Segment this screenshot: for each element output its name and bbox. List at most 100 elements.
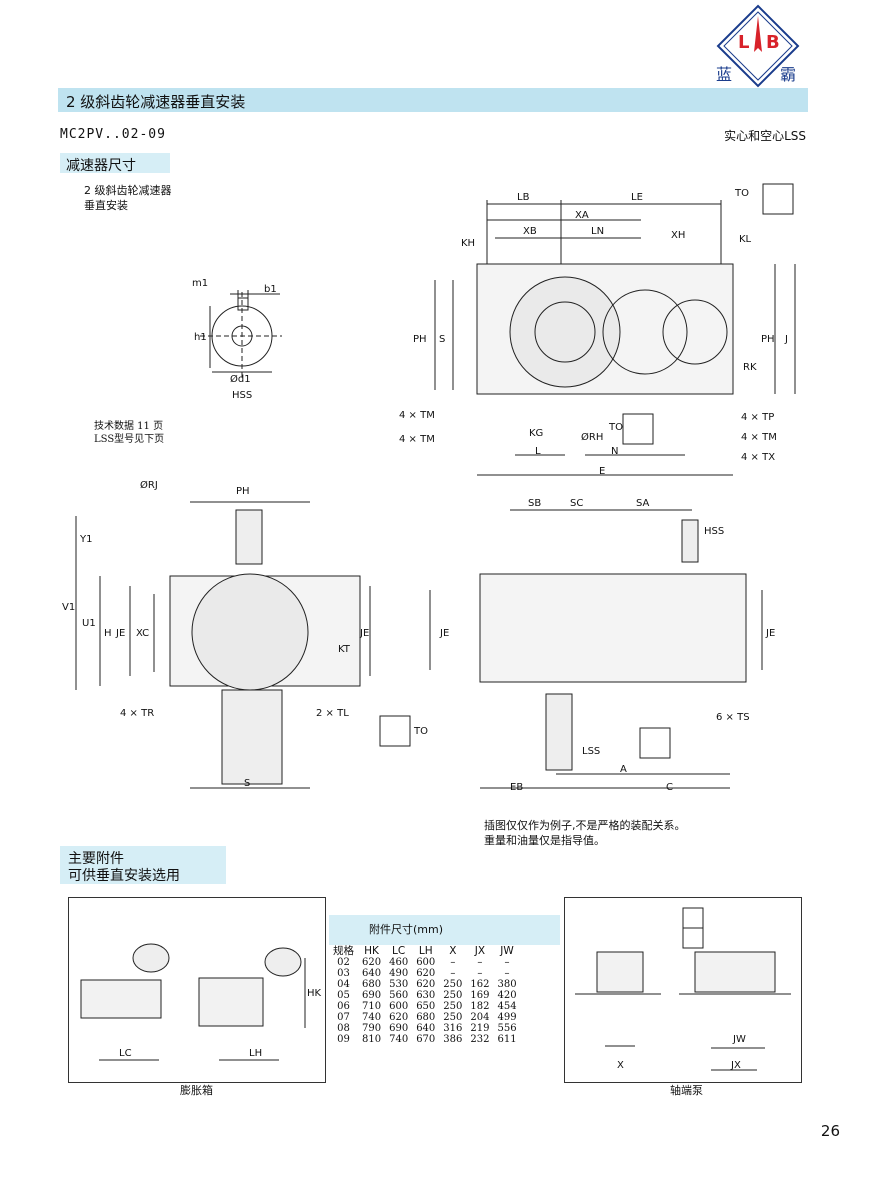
dimensions-tag-label: 减速器尺寸 xyxy=(66,158,136,174)
table-cell: 169 xyxy=(470,990,490,1001)
table-cell: 670 xyxy=(416,1034,436,1045)
description: 2 级斜齿轮减速器 垂直安装 xyxy=(84,183,172,213)
table-cell: 680 xyxy=(416,1012,436,1023)
brand-letter-b: B xyxy=(766,32,780,53)
top-label-rk: RK xyxy=(743,362,757,373)
side-label-tl: 2 × TL xyxy=(316,708,349,719)
table-cell: 07 xyxy=(337,1012,350,1023)
top-label-tm4a: 4 × TM xyxy=(399,410,435,421)
table-header-label: 附件尺寸(mm) xyxy=(369,923,444,936)
top-label-kg: KG xyxy=(529,428,543,439)
acc-label-hk: HK xyxy=(307,988,322,999)
top-view-drawing: LB LE TO XA XB LN KH XH KL PH S PH J RK … xyxy=(395,180,815,480)
front-label-je: JE xyxy=(439,628,449,639)
table-cell: – xyxy=(450,957,456,968)
shaft-type: 实心和空心LSS xyxy=(724,129,806,143)
table-cell: 05 xyxy=(337,990,350,1001)
side-label-je2: JE xyxy=(359,628,369,639)
table-cell: – xyxy=(504,968,510,979)
accessories-title-bar: 主要附件 可供垂直安装选用 xyxy=(60,846,226,884)
side-label-u1: U1 xyxy=(82,618,96,629)
dimensions-tag: 减速器尺寸 xyxy=(60,153,170,174)
tech-note-line2: LSS型号见下页 xyxy=(94,434,165,445)
table-cell: 680 xyxy=(362,979,382,990)
top-label-to2: TO xyxy=(608,422,623,433)
hss-detail-drawing: m1 b1 h1 Ød1 HSS xyxy=(190,272,290,402)
shaft-pump-frame: X JW JX xyxy=(564,897,802,1083)
tech-note: 技术数据 11 页 LSS型号见下页 xyxy=(94,420,164,446)
side-label-s: S xyxy=(244,778,250,789)
table-cell: 810 xyxy=(362,1034,382,1045)
table-cell: 182 xyxy=(470,1001,490,1012)
figure-note-line2: 重量和油量仅是指导值。 xyxy=(484,834,605,847)
top-label-tp: 4 × TP xyxy=(741,412,774,423)
top-label-to: TO xyxy=(734,188,749,199)
hss-label-d1: Ød1 xyxy=(230,373,251,385)
table-cell: 460 xyxy=(389,957,409,968)
table-cell: 600 xyxy=(389,1001,409,1012)
description-line1: 2 级斜齿轮减速器 xyxy=(84,184,172,197)
side-label-je: JE xyxy=(115,628,125,639)
table-cell: – xyxy=(504,957,510,968)
table-cell: – xyxy=(477,968,483,979)
table-col-0: 规格 xyxy=(333,945,354,957)
side-label-y1: Y1 xyxy=(79,534,92,545)
figure-note: 插图仅仅作为例子,不是严格的装配关系。 重量和油量仅是指导值。 xyxy=(484,818,686,848)
table-cell: 02 xyxy=(337,957,350,968)
table-cell: 03 xyxy=(337,968,350,979)
table-cell: 204 xyxy=(470,1012,490,1023)
description-line2: 垂直安装 xyxy=(84,199,128,212)
table-cell: 250 xyxy=(443,1001,463,1012)
top-label-j: J xyxy=(784,334,788,345)
table-cell: 09 xyxy=(337,1034,350,1045)
page-number: 26 xyxy=(820,1122,840,1140)
acc-label-jx: JX xyxy=(730,1060,741,1071)
table-cell: 630 xyxy=(416,990,436,1001)
top-label-tm4c: 4 × TM xyxy=(741,432,777,443)
tech-note-line1: 技术数据 11 页 xyxy=(94,421,164,432)
top-label-tm4b: 4 × TM xyxy=(399,434,435,445)
acc-label-lc: LC xyxy=(119,1048,132,1059)
front-label-je2: JE xyxy=(765,628,775,639)
section-title-bar: 2 级斜齿轮减速器垂直安装 xyxy=(58,88,808,112)
side-label-h: H xyxy=(104,628,112,639)
front-label-sc: SC xyxy=(570,498,583,509)
table-cell: – xyxy=(477,957,483,968)
caption-right: 轴端泵 xyxy=(670,1084,703,1097)
table-col-5: JX xyxy=(474,945,486,957)
brand-letter-l: L xyxy=(738,32,749,53)
acc-label-jw: JW xyxy=(732,1034,746,1045)
acc-label-x: X xyxy=(617,1060,624,1071)
table-cell: 560 xyxy=(389,990,409,1001)
top-label-kh: KH xyxy=(461,238,475,249)
section-title: 2 级斜齿轮减速器垂直安装 xyxy=(66,93,246,111)
table-col-4: X xyxy=(449,945,457,957)
caption-left: 膨胀箱 xyxy=(180,1084,213,1097)
table-cell: 710 xyxy=(362,1001,382,1012)
table-cell: 690 xyxy=(389,1023,409,1034)
side-view-drawing: PH ØRJ Y1 V1 U1 H JE XC KT JE 4 × TR 2 ×… xyxy=(60,476,400,796)
hss-label-h1: h1 xyxy=(194,332,207,343)
top-label-l: L xyxy=(535,446,541,457)
table-cell: 06 xyxy=(337,1001,350,1012)
table-cell: 556 xyxy=(497,1023,517,1034)
top-label-xh: XH xyxy=(671,230,685,241)
top-label-le: LE xyxy=(631,192,643,203)
front-label-eb: EB xyxy=(510,782,523,793)
table-cell: 454 xyxy=(497,1001,517,1012)
top-label-kl: KL xyxy=(739,234,752,245)
hss-label-b1: b1 xyxy=(264,284,277,295)
top-label-tx: 4 × TX xyxy=(741,452,775,463)
table-header: 附件尺寸(mm) xyxy=(329,915,560,945)
table-cell: 530 xyxy=(389,979,409,990)
hss-label-m1: m1 xyxy=(192,278,208,289)
table-col-1: HK xyxy=(364,945,379,957)
table-col-3: LH xyxy=(418,945,433,957)
side-label-kt: KT xyxy=(338,644,351,655)
